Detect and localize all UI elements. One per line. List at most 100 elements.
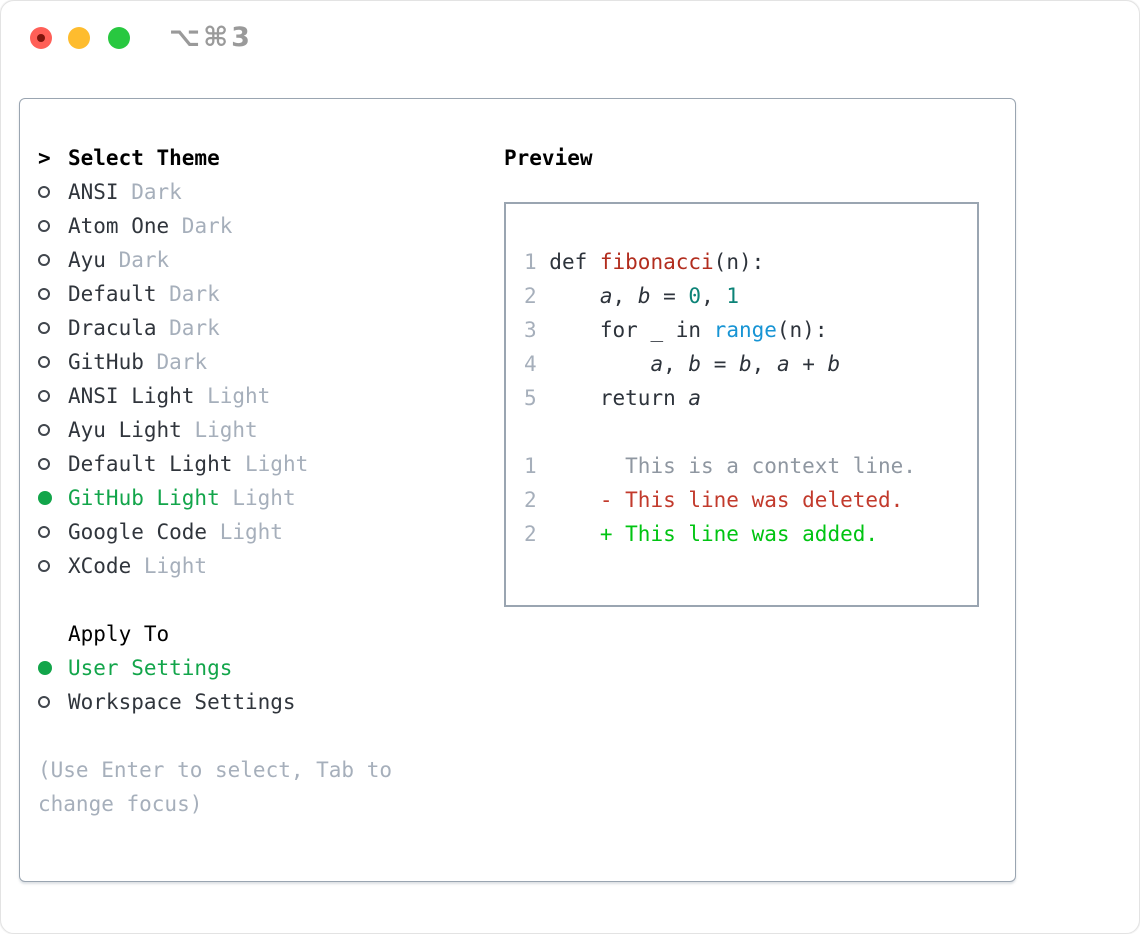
code-line: 5 return a [524,381,977,415]
apply-to-label: Workspace Settings [68,690,296,714]
code-segment: , [663,352,689,376]
theme-name: Atom One [68,214,182,238]
theme-name: GitHub [68,350,157,374]
theme-name: Default [68,282,170,306]
theme-variant: Dark [169,316,220,340]
theme-name: Dracula [68,316,170,340]
spacer [38,583,488,617]
theme-item[interactable]: GitHub Dark [38,345,488,379]
radio-unselected-icon [38,696,50,708]
code-segment: = [650,284,689,308]
theme-name: Ayu [68,248,119,272]
line-number: 2 [524,522,537,546]
code-segment: 0 [688,284,702,308]
theme-name: GitHub Light [68,486,233,510]
code-segment: fibonacci [599,250,714,274]
radio-unselected-icon [38,186,50,198]
theme-item[interactable]: ANSI Dark [38,175,488,209]
radio-unselected-icon [38,560,50,572]
code-segment: range [713,318,777,342]
preview-header: Preview [504,146,593,170]
line-number: 3 [524,318,537,342]
code-segment: a [599,284,613,308]
code-line: 4 a, b = b, a + b [524,347,977,381]
code-segment: (n): [776,318,828,342]
line-number: 5 [524,386,537,410]
close-button[interactable] [30,27,52,49]
line-number: 2 [524,284,537,308]
theme-item[interactable]: Atom One Dark [38,209,488,243]
radio-selected-icon [38,491,52,505]
code-line: 3 for _ in range(n): [524,313,977,347]
spacer [38,719,488,753]
theme-item[interactable]: ANSI Light Light [38,379,488,413]
theme-variant: Light [219,520,283,544]
code-segment: for _ in [536,318,714,342]
theme-item[interactable]: XCode Light [38,549,488,583]
code-segment: b [688,352,702,376]
theme-variant: Light [232,486,296,510]
radio-unselected-icon [38,356,50,368]
theme-variant: Dark [181,214,233,238]
code-line: 1 def fibonacci(n): [524,245,977,279]
code-segment: , [612,284,638,308]
theme-item[interactable]: Default Light Light [38,447,488,481]
code-segment: = [701,352,739,376]
code-segment: (n): [713,250,765,274]
radio-unselected-icon [38,458,50,470]
theme-item[interactable]: Ayu Dark [38,243,488,277]
code-line: 1 This is a context line. [524,449,977,483]
select-theme-header-row: > Select Theme [38,141,488,175]
theme-name: ANSI [68,180,132,204]
theme-item[interactable]: Ayu Light Light [38,413,488,447]
line-number: 2 [524,488,537,512]
apply-to-option[interactable]: Workspace Settings [38,685,488,719]
code-segment: a [688,386,702,410]
code-segment: + This line was added. [536,522,879,546]
theme-name: XCode [68,554,144,578]
theme-name: ANSI Light [68,384,208,408]
code-segment: return [536,386,689,410]
line-number: 4 [524,352,537,376]
zoom-button[interactable] [108,27,130,49]
code-segment: a [650,352,664,376]
theme-item[interactable]: Default Dark [38,277,488,311]
theme-variant: Light [143,554,208,578]
line-number: 1 [524,250,537,274]
theme-variant: Dark [156,350,208,374]
window-title: ⌥⌘3 [169,22,253,53]
preview-header-row: Preview [504,141,1004,175]
radio-unselected-icon [38,424,50,436]
theme-variant: Dark [118,248,170,272]
theme-variant: Dark [131,180,182,204]
keyboard-hint: (Use Enter to select, Tab to change focu… [38,758,393,816]
code-line: 2 a, b = 0, 1 [524,279,977,313]
code-segment: b [739,352,752,376]
code-segment [537,284,600,308]
minimize-button[interactable] [68,27,90,49]
theme-name: Default Light [68,452,246,476]
code-segment: , [701,284,727,308]
code-segment: def [536,250,600,274]
code-segment: b [827,352,841,376]
radio-unselected-icon [38,526,50,538]
radio-unselected-icon [38,390,50,402]
apply-to-option[interactable]: User Settings [38,651,488,685]
line-number: 1 [524,454,537,478]
select-theme-header: Select Theme [68,146,220,170]
code-segment: This is a context line. [536,454,916,478]
theme-item[interactable]: GitHub Light Light [38,481,488,515]
code-line [524,415,977,449]
code-line: 2 + This line was added. [524,517,977,551]
theme-variant: Light [194,418,258,442]
theme-item[interactable]: Dracula Dark [38,311,488,345]
theme-variant: Dark [169,282,220,306]
theme-item[interactable]: Google Code Light [38,515,488,549]
code-segment: + [789,352,828,376]
code-segment: , [751,352,777,376]
